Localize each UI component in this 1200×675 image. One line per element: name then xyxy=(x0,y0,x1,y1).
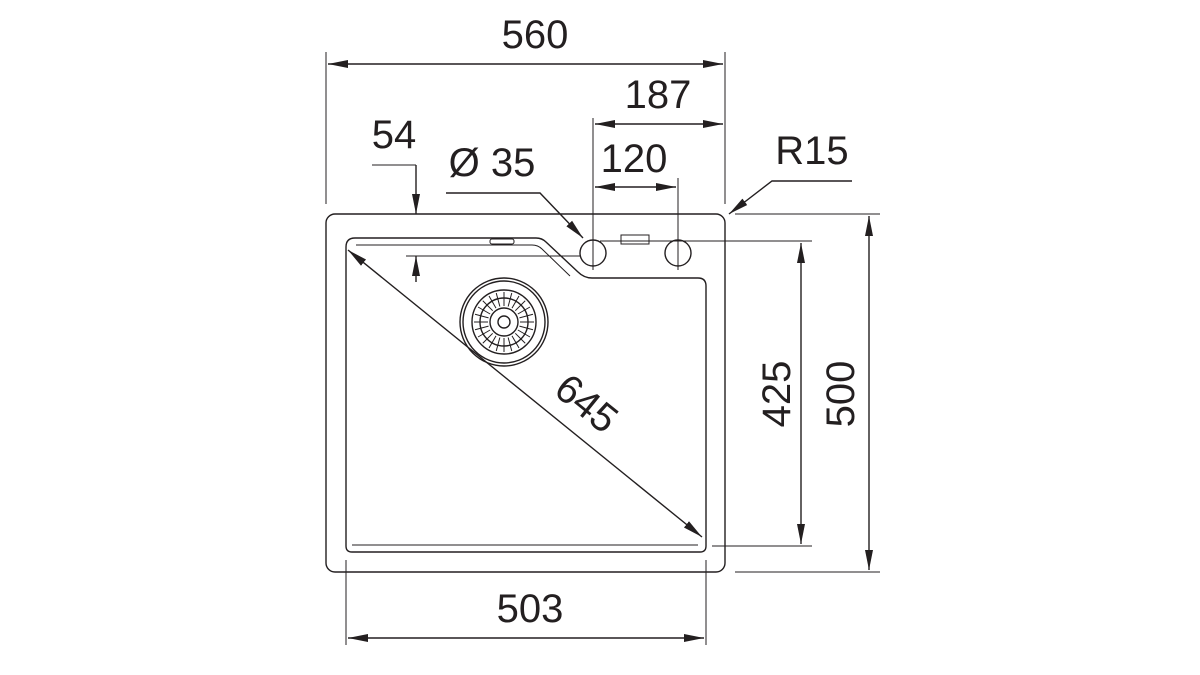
dim-label-120: 120 xyxy=(601,137,668,181)
dim-leader-diameter xyxy=(446,192,584,239)
dim-label-500: 500 xyxy=(819,361,863,428)
dim-label-diameter: Ø 35 xyxy=(449,141,536,185)
sink-outer-rim xyxy=(325,213,726,573)
overflow-slot xyxy=(489,238,515,245)
tap-hole-right xyxy=(664,178,692,270)
dim-label-425: 425 xyxy=(755,361,799,428)
dim-leader-radius xyxy=(728,180,852,215)
sink-bowl-outline xyxy=(345,237,707,553)
dim-label-503: 503 xyxy=(497,587,564,631)
dim-line-645 xyxy=(347,249,703,538)
top-slot xyxy=(620,234,650,245)
dim-label-645: 645 xyxy=(546,366,626,442)
drain-strainer xyxy=(459,277,549,367)
sink-bowl-inner-edge xyxy=(356,244,571,277)
dim-label-54: 54 xyxy=(372,113,417,157)
dim-label-560: 560 xyxy=(502,13,569,57)
dim-label-187: 187 xyxy=(625,73,692,117)
dim-label-radius: R15 xyxy=(775,129,848,173)
